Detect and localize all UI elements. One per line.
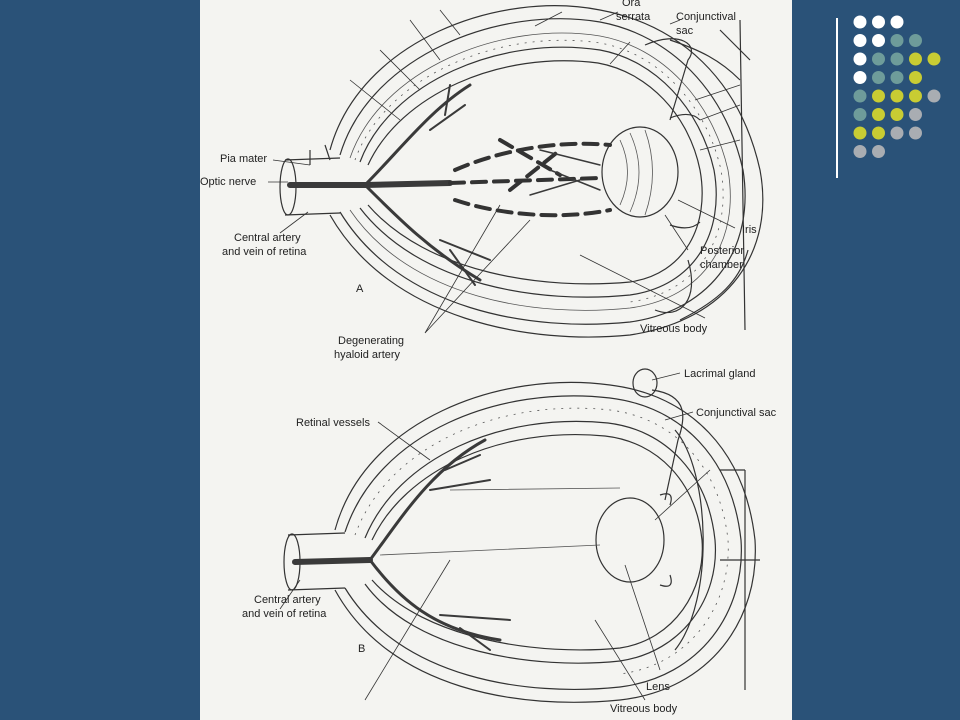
label-conjunctival-sac-1: Conjunctival (676, 11, 736, 23)
decor-dot (872, 126, 885, 140)
label-lacrimal-gland: Lacrimal gland (684, 368, 756, 380)
decorative-dot-grid (853, 15, 941, 158)
decor-dot (909, 89, 922, 103)
eye-a-drawing (268, 5, 764, 338)
decor-dot (853, 89, 867, 103)
label-posterior-chamber-2: chamber (700, 259, 743, 271)
eye-b-drawing (279, 368, 760, 703)
label-conjunctival-sac-b: Conjunctival sac (696, 407, 777, 419)
decor-dot (890, 71, 904, 84)
label-vitreous-body-b: Vitreous body (610, 703, 678, 715)
decor-dot (909, 126, 922, 140)
label-central-artery-a-1: Central artery (234, 232, 301, 244)
label-retinal-vessels: Retinal vessels (296, 417, 370, 429)
decor-dot (909, 108, 922, 121)
eye-b-labels: Lacrimal gland Conjunctival sac Retinal … (242, 368, 777, 715)
decor-dot (853, 126, 867, 140)
decor-dot (872, 145, 885, 158)
decor-dot (872, 34, 885, 47)
decor-dot (872, 15, 885, 29)
decor-dot (872, 52, 885, 66)
label-conjunctival-sac-2: sac (676, 25, 694, 37)
eye-a-labels: Ora serrata Conjunctival sac Pia mater O… (200, 0, 757, 361)
decor-dot (890, 108, 904, 121)
decor-dot (853, 108, 867, 121)
label-ora-serrata-2: serrata (616, 11, 651, 23)
label-posterior-chamber-1: Posterior (700, 245, 744, 257)
label-hyaloid-1: Degenerating (338, 335, 404, 347)
label-central-artery-b-1: Central artery (254, 594, 321, 606)
label-optic-nerve: Optic nerve (200, 176, 256, 188)
decor-dot (890, 52, 904, 66)
decor-dot (890, 89, 904, 103)
decor-dot (927, 89, 941, 103)
label-central-artery-a-2: and vein of retina (222, 246, 307, 258)
label-panel-b: B (358, 643, 365, 655)
decor-dot (872, 89, 885, 103)
label-central-artery-b-2: and vein of retina (242, 608, 327, 620)
decor-dot (853, 52, 867, 66)
label-hyaloid-2: hyaloid artery (334, 349, 401, 361)
decor-dot (853, 145, 867, 158)
decor-dot (927, 52, 941, 66)
eye-diagrams: .ln { fill: none; stroke: #333; stroke-w… (200, 0, 777, 715)
decorative-rule (836, 18, 838, 178)
decor-dot (853, 71, 867, 84)
label-iris: Iris (742, 224, 757, 236)
decor-dot (872, 108, 885, 121)
decor-dot (872, 71, 885, 84)
decor-dot (890, 34, 904, 47)
label-lens: Lens (646, 681, 670, 693)
decor-dot (890, 126, 904, 140)
label-vitreous-body-a: Vitreous body (640, 323, 708, 335)
eye-development-figure: .ln { fill: none; stroke: #333; stroke-w… (200, 0, 792, 720)
decor-dot (909, 71, 922, 84)
decor-dot (853, 15, 867, 29)
label-ora-serrata-1: Ora (622, 0, 641, 9)
label-pia-mater: Pia mater (220, 153, 267, 165)
decor-dot (890, 15, 904, 29)
decor-dot (909, 52, 922, 66)
label-panel-a: A (356, 283, 364, 295)
decor-dot (909, 34, 922, 47)
decor-dot (853, 34, 867, 47)
